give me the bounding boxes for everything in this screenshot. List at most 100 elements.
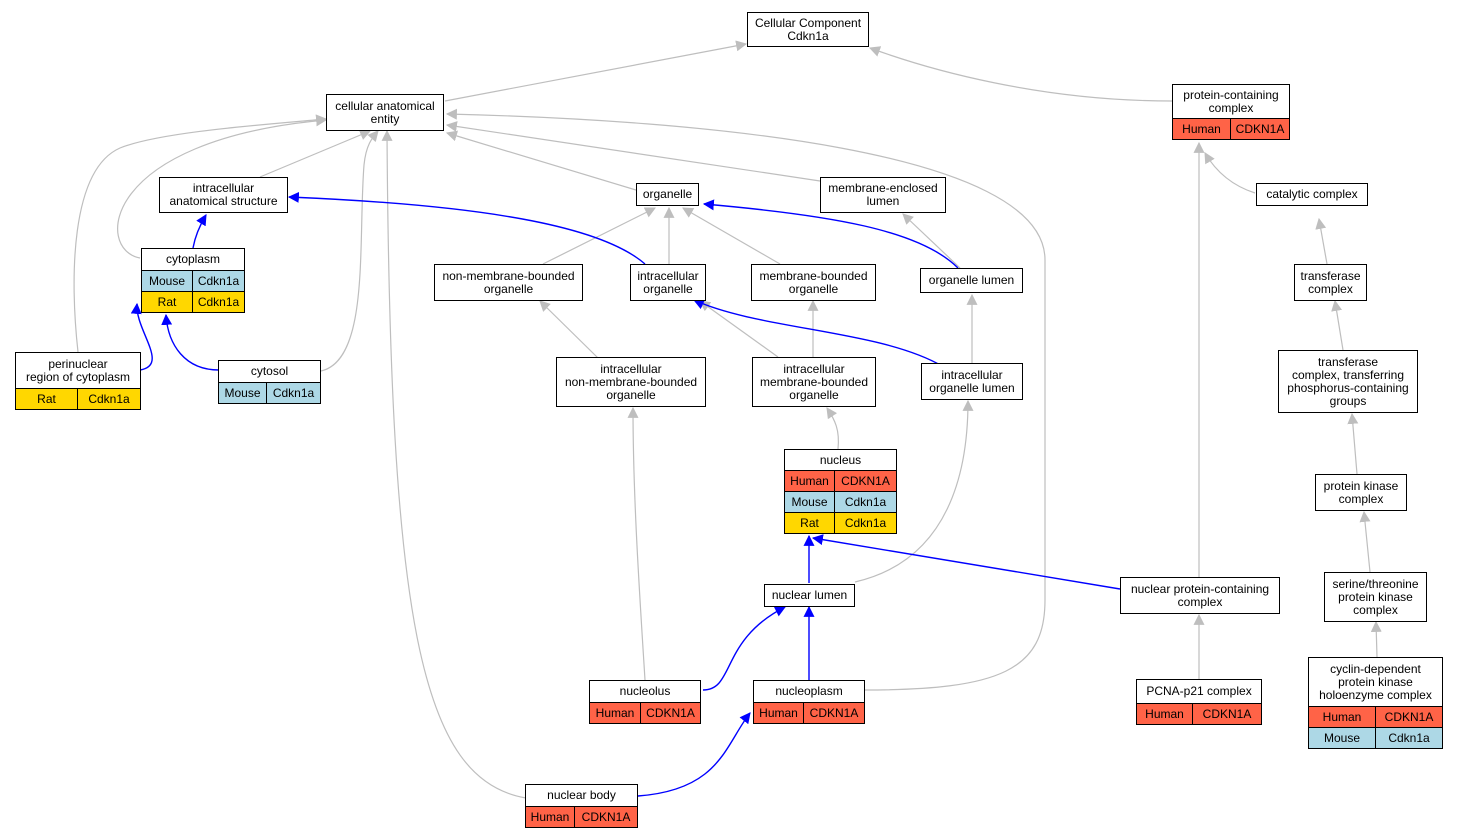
node-ol[interactable]: organelle lumen xyxy=(920,268,1023,293)
gene-cell: Cdkn1a xyxy=(88,392,130,406)
node-label: serine/threonine protein kinase complex xyxy=(1332,576,1419,617)
node-label: protein kinase complex xyxy=(1323,478,1399,506)
edge-nucleolus-nlumen xyxy=(702,606,786,691)
node-label: intracellular anatomical structure xyxy=(169,181,278,208)
node-label: membrane-enclosed lumen xyxy=(828,181,938,208)
node-ias[interactable]: intracellular anatomical structure xyxy=(159,177,288,213)
species-cell: Human xyxy=(785,471,835,491)
gene-row: Rat Cdkn1a xyxy=(16,388,140,409)
gene-row: Human CDKN1A xyxy=(754,702,864,723)
edge-ias-cae xyxy=(259,129,372,178)
node-label: transferase complex, transferring phosph… xyxy=(1287,354,1409,408)
edge-ol-organelle xyxy=(702,199,959,269)
species-cell: Rat xyxy=(142,292,193,312)
node-label: intracellular non-membrane-bounded organ… xyxy=(564,361,698,402)
edge-nucleolus-inmbo xyxy=(627,406,646,681)
gene-cell: CDKN1A xyxy=(809,706,859,720)
edge-pcc-root xyxy=(868,46,1173,102)
species-cell: Human xyxy=(754,703,804,723)
gene-row: Rat Cdkn1a xyxy=(142,291,244,312)
node-iol[interactable]: intracellular organelle lumen xyxy=(921,363,1023,400)
node-label: intracellular organelle xyxy=(637,268,699,296)
node-label: Cellular Component Cdkn1a xyxy=(754,15,862,43)
edge-io-ias xyxy=(287,191,646,265)
node-label: PCNA-p21 complex xyxy=(1146,684,1252,698)
edge-nbody-nucleoplasm xyxy=(637,712,751,797)
node-stpkc[interactable]: serine/threonine protein kinase complex xyxy=(1324,572,1427,622)
edge-cae-root xyxy=(444,40,748,102)
node-nlumen[interactable]: nuclear lumen xyxy=(764,584,855,607)
edge-iol-io xyxy=(692,299,943,367)
gene-cell: CDKN1A xyxy=(1235,122,1285,136)
species-cell: Mouse xyxy=(785,492,835,512)
species-cell: Rat xyxy=(16,389,78,409)
edge-cytoplasm-ias xyxy=(192,214,207,249)
node-label: nuclear lumen xyxy=(771,588,848,602)
node-npcc[interactable]: nuclear protein-containing complex xyxy=(1120,577,1280,614)
node-cae[interactable]: cellular anatomical entity xyxy=(326,94,444,131)
node-mel[interactable]: membrane-enclosed lumen xyxy=(820,177,946,213)
edge-imbo-io xyxy=(699,300,779,358)
edge-nucleus-imbo xyxy=(826,407,840,450)
gene-cell: Cdkn1a xyxy=(844,516,887,530)
node-label: cyclin-dependent protein kinase holoenzy… xyxy=(1319,661,1432,702)
node-label: cellular anatomical entity xyxy=(335,98,435,126)
gene-cell: CDKN1A xyxy=(841,474,890,488)
node-tcp[interactable]: transferase complex, transferring phosph… xyxy=(1278,350,1418,413)
gene-row: Mouse Cdkn1a xyxy=(785,491,896,512)
node-mbo[interactable]: membrane-bounded organelle xyxy=(751,264,876,301)
species-cell: Human xyxy=(590,703,641,723)
gene-row: Human CDKN1A xyxy=(590,702,700,723)
node-cdpk[interactable]: cyclin-dependent protein kinase holoenzy… xyxy=(1308,657,1443,749)
node-nmbo[interactable]: non-membrane-bounded organelle xyxy=(434,264,583,301)
node-root[interactable]: Cellular Component Cdkn1a xyxy=(747,12,869,47)
node-catcomplex[interactable]: catalytic complex xyxy=(1256,183,1368,206)
node-imbo[interactable]: intracellular membrane-bounded organelle xyxy=(752,357,876,407)
node-inmbo[interactable]: intracellular non-membrane-bounded organ… xyxy=(556,357,706,407)
node-label: intracellular organelle lumen xyxy=(929,367,1015,395)
species-cell: Rat xyxy=(785,513,835,533)
node-io[interactable]: intracellular organelle xyxy=(630,264,706,301)
node-label: organelle lumen xyxy=(928,273,1015,287)
edge-npcc-nucleus xyxy=(811,534,1121,590)
edge-nbody-cae xyxy=(381,129,527,799)
node-label: cytoplasm xyxy=(165,252,221,266)
species-cell: Human xyxy=(526,807,575,827)
edge-nucleoplasm-cae xyxy=(445,108,1046,691)
edge-cytoplasm-cae xyxy=(117,115,328,259)
node-label: transferase complex xyxy=(1300,268,1361,296)
gene-cell: Cdkn1a xyxy=(197,295,240,309)
gene-cell: Cdkn1a xyxy=(844,495,887,509)
node-label: intracellular membrane-bounded organelle xyxy=(759,361,869,402)
edge-cat-pcc xyxy=(1204,152,1256,194)
node-label: perinuclear region of cytoplasm xyxy=(25,356,131,384)
edge-cytosol-cae xyxy=(320,130,379,372)
gene-cell: CDKN1A xyxy=(1202,707,1252,721)
gene-cell: CDKN1A xyxy=(646,706,695,720)
node-label: protein-containing complex xyxy=(1183,87,1279,115)
node-pkc[interactable]: protein kinase complex xyxy=(1315,474,1407,511)
node-tc[interactable]: transferase complex xyxy=(1294,264,1367,301)
node-organelle[interactable]: organelle xyxy=(636,183,699,206)
node-label: nuclear protein-containing complex xyxy=(1130,581,1270,609)
edge-perinuc-cae xyxy=(73,114,328,353)
edge-organelle-cae xyxy=(445,130,637,191)
edge-nlumen-iol xyxy=(854,399,974,583)
edge-mbo-organelle xyxy=(682,207,781,265)
gene-cell: Cdkn1a xyxy=(272,386,315,400)
node-label: membrane-bounded organelle xyxy=(759,268,868,296)
gene-cell: CDKN1A xyxy=(1384,710,1434,724)
